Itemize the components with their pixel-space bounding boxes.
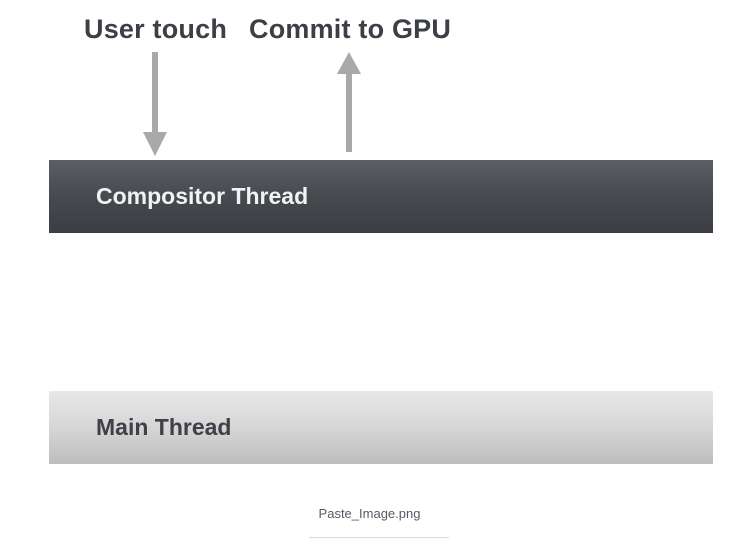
compositor-thread-bar: Compositor Thread — [49, 160, 713, 233]
arrow-up-icon — [337, 52, 361, 152]
arrow-down-icon — [143, 52, 167, 156]
commit-to-gpu-label: Commit to GPU — [249, 14, 452, 44]
user-touch-label: User touch — [84, 14, 228, 44]
compositor-thread-label: Compositor Thread — [96, 183, 309, 209]
main-thread-label: Main Thread — [96, 414, 232, 440]
image-caption: Paste_Image.png — [318, 506, 421, 521]
main-thread-bar: Main Thread — [49, 391, 713, 464]
caption-divider — [309, 537, 449, 538]
